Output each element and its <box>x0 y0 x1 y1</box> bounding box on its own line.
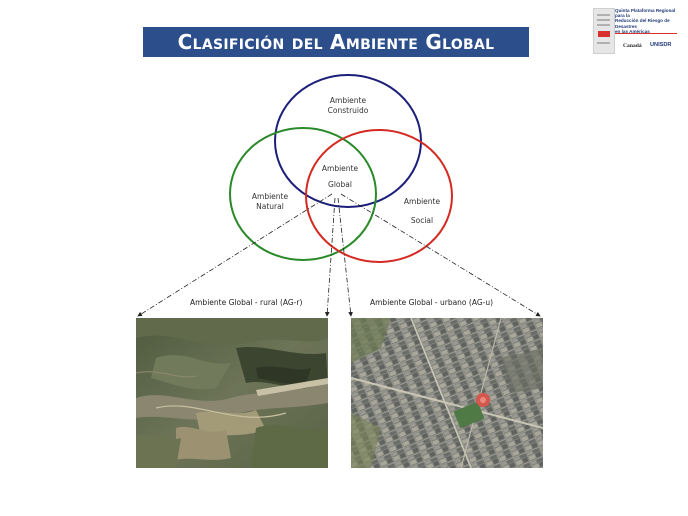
logo-organization-text: Quinta Plataforma Regional para la Reduc… <box>615 8 676 34</box>
logo-sponsor-unisdr: UNISDR <box>650 42 672 48</box>
circle-ambiente-social <box>305 129 453 263</box>
label-ambiente-social: Ambiente Social <box>403 197 441 225</box>
connector-to-urbano-right <box>340 193 541 317</box>
slide-title: Clasifición del Ambiente Global <box>143 27 529 57</box>
circle-ambiente-natural <box>229 127 377 261</box>
logo-sponsor-canada: Canadá <box>623 43 642 49</box>
organization-logo: Quinta Plataforma Regional para la Reduc… <box>593 6 681 54</box>
connector-lines <box>137 193 541 317</box>
logo-document-graphic <box>593 8 615 54</box>
caption-rural: Ambiente Global - rural (AG-r) <box>190 298 303 307</box>
connector-to-rural-left <box>137 193 333 317</box>
label-ambiente-natural: Ambiente Natural <box>251 192 289 211</box>
label-ambiente-construido: Ambiente Construido <box>327 96 369 115</box>
label-ambiente-global: Ambiente Global <box>321 164 359 189</box>
urban-aerial-photo <box>351 318 543 468</box>
rural-aerial-photo <box>136 318 328 468</box>
caption-urbano: Ambiente Global - urbano (AG-u) <box>370 298 494 307</box>
